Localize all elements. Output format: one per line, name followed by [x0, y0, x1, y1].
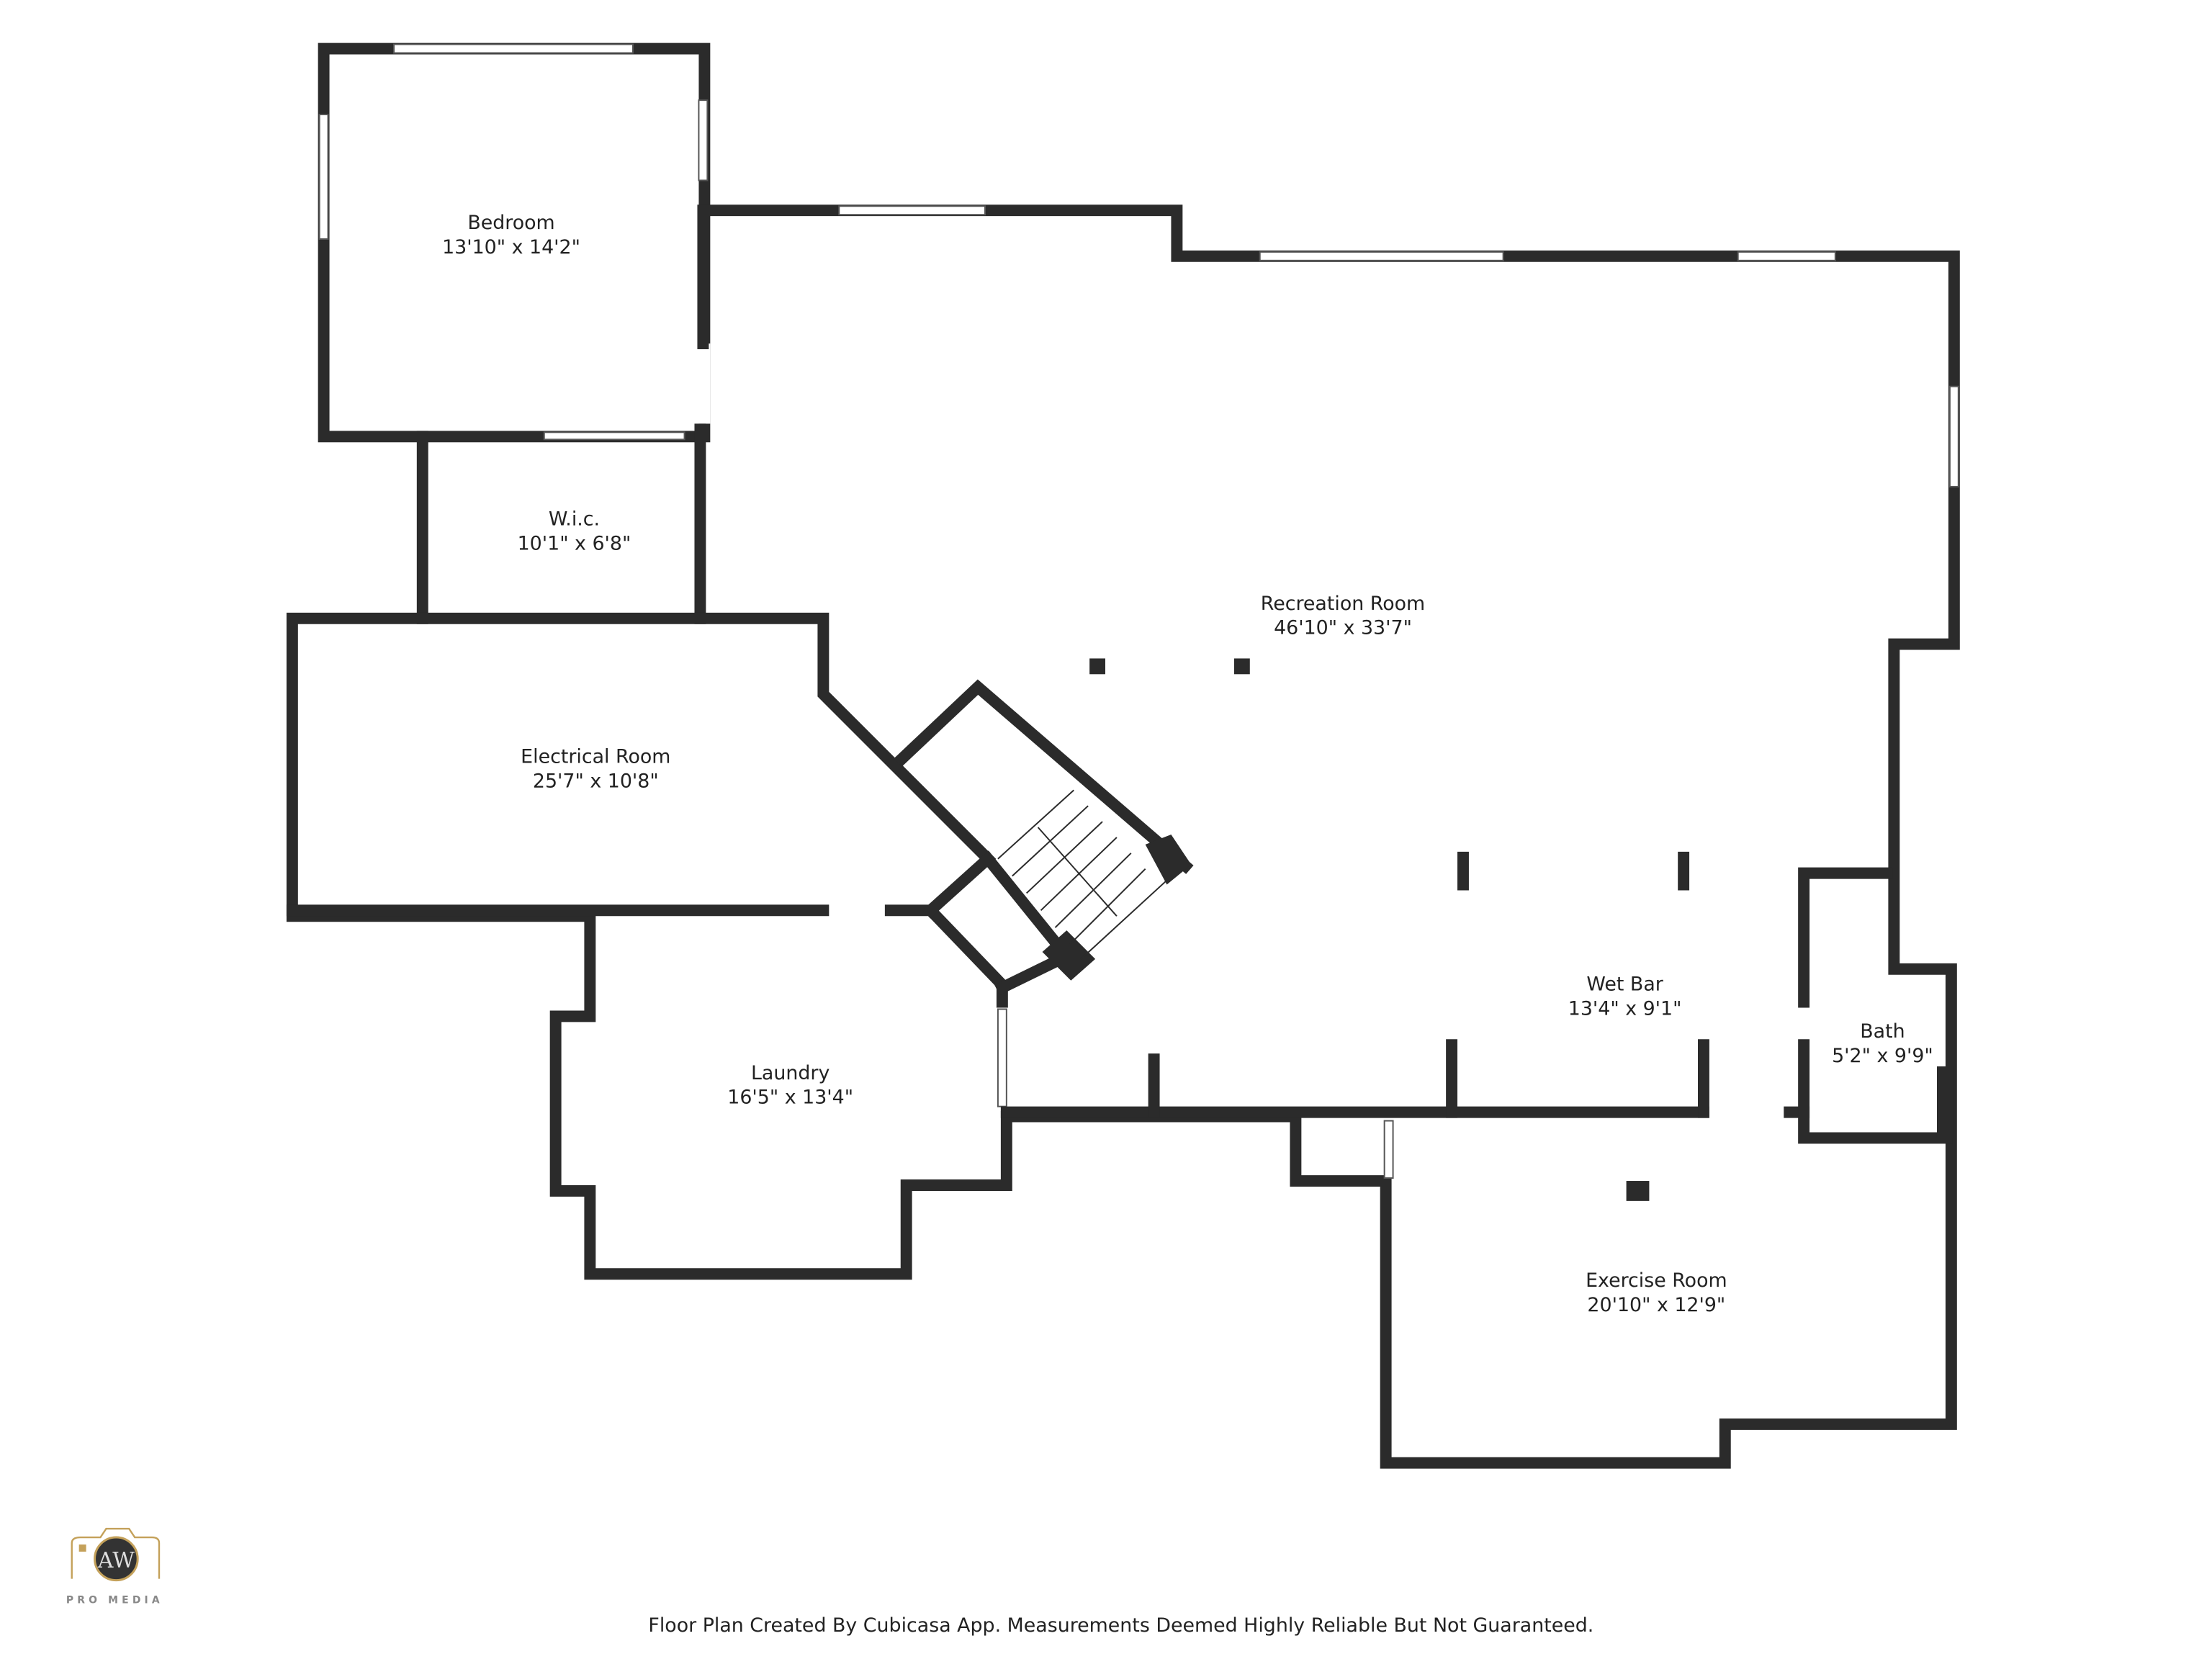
door-opening	[543, 431, 685, 441]
window	[838, 205, 986, 216]
room-size-bedroom: 13'10" x 14'2"	[442, 236, 580, 258]
logo: AW PRO MEDIA	[66, 1527, 163, 1606]
room-size-laundry: 16'5" x 13'4"	[727, 1087, 853, 1109]
camera-icon	[71, 1527, 161, 1579]
bath-walls	[1798, 867, 1893, 1008]
stair-block	[1145, 834, 1192, 885]
room-name-laundry: Laundry	[751, 1062, 830, 1084]
window	[698, 99, 709, 181]
door-opening	[1383, 1120, 1394, 1179]
room-size-electrical: 25'7" x 10'8"	[533, 770, 659, 792]
window	[1259, 251, 1504, 261]
room-labels: Bedroom 13'10" x 14'2" W.i.c. 10'1" x 6'…	[442, 212, 1933, 1316]
bath-walls	[1798, 1039, 1953, 1144]
window	[1948, 385, 1959, 487]
room-name-recreation: Recreation Room	[1261, 593, 1425, 615]
door-opening	[997, 1008, 1007, 1107]
room-size-recreation: 46'10" x 33'7"	[1274, 617, 1412, 639]
room-name-wetbar: Wet Bar	[1586, 974, 1663, 996]
bath-wall-block	[1936, 1066, 1954, 1138]
stair-wall	[894, 679, 1194, 874]
stair-wall	[922, 850, 1076, 996]
logo-monogram: AW	[97, 1548, 135, 1573]
room-name-bath: Bath	[1860, 1020, 1905, 1043]
room-size-wetbar: 13'4" x 9'1"	[1568, 997, 1682, 1020]
room-name-exercise: Exercise Room	[1586, 1269, 1727, 1292]
room-size-wic: 10'1" x 6'8"	[518, 532, 631, 554]
window	[393, 43, 634, 54]
walls	[286, 42, 1960, 1469]
column	[1233, 658, 1250, 675]
door-opening	[696, 343, 711, 424]
laundry-wall	[884, 904, 1008, 1008]
column	[1089, 658, 1106, 675]
room-size-exercise: 20'10" x 12'9"	[1587, 1294, 1725, 1316]
room-name-wic: W.i.c.	[549, 508, 600, 531]
room-name-electrical: Electrical Room	[521, 746, 670, 768]
room-size-bath: 5'2" x 9'9"	[1832, 1045, 1933, 1067]
stair-treads	[997, 789, 1168, 960]
window	[318, 114, 329, 240]
room-name-bedroom: Bedroom	[467, 212, 554, 234]
footer-disclaimer: Floor Plan Created By Cubicasa App. Meas…	[648, 1614, 1593, 1637]
stair-block	[1042, 930, 1096, 981]
window	[1737, 251, 1836, 261]
column	[1626, 1181, 1650, 1201]
logo-name: PRO MEDIA	[66, 1594, 163, 1606]
